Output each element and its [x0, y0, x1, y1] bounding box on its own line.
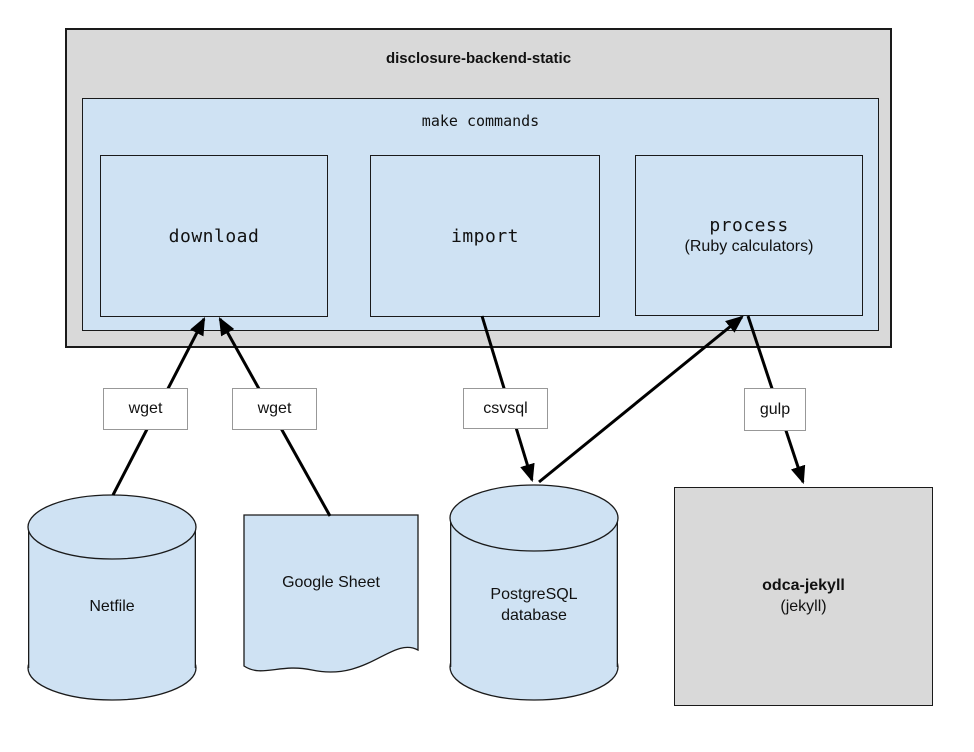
command-import-box: import — [370, 155, 600, 317]
edge-label-wget-netfile: wget — [103, 388, 188, 430]
edge-label-wget-netfile-text: wget — [128, 400, 163, 417]
command-process-label: process — [709, 215, 789, 236]
make-commands-title: make commands — [421, 112, 540, 130]
google-sheet-label: Google Sheet — [282, 574, 380, 591]
google-sheet-document — [243, 514, 419, 673]
postgresql-label-line1: PostgreSQL — [490, 586, 578, 603]
odca-jekyll-box: odca-jekyll (jekyll) — [674, 487, 933, 706]
edge-label-csvsql: csvsql — [463, 388, 548, 429]
postgresql-label-line2: database — [501, 607, 567, 624]
command-process-sublabel: (Ruby calculators) — [684, 238, 814, 255]
edge-label-wget-google-sheet-text: wget — [257, 400, 292, 417]
command-import-label: import — [450, 225, 520, 247]
backend-container: disclosure-backend-static make commands … — [65, 28, 892, 348]
command-download-label: download — [168, 225, 260, 247]
odca-jekyll-title: odca-jekyll — [762, 577, 845, 594]
edge-label-gulp: gulp — [744, 388, 806, 431]
edge-label-gulp-text: gulp — [759, 400, 791, 418]
odca-jekyll-subtitle: (jekyll) — [780, 598, 827, 615]
edge-label-csvsql-text: csvsql — [483, 399, 528, 417]
postgresql-label: PostgreSQL database — [450, 584, 618, 626]
command-process-box: process (Ruby calculators) — [635, 155, 863, 316]
netfile-label: Netfile — [89, 598, 135, 615]
command-download-box: download — [100, 155, 328, 317]
make-commands-container: make commands download import process (R… — [82, 98, 879, 331]
edge-label-wget-google-sheet: wget — [232, 388, 317, 430]
backend-title: disclosure-backend-static — [385, 50, 572, 67]
